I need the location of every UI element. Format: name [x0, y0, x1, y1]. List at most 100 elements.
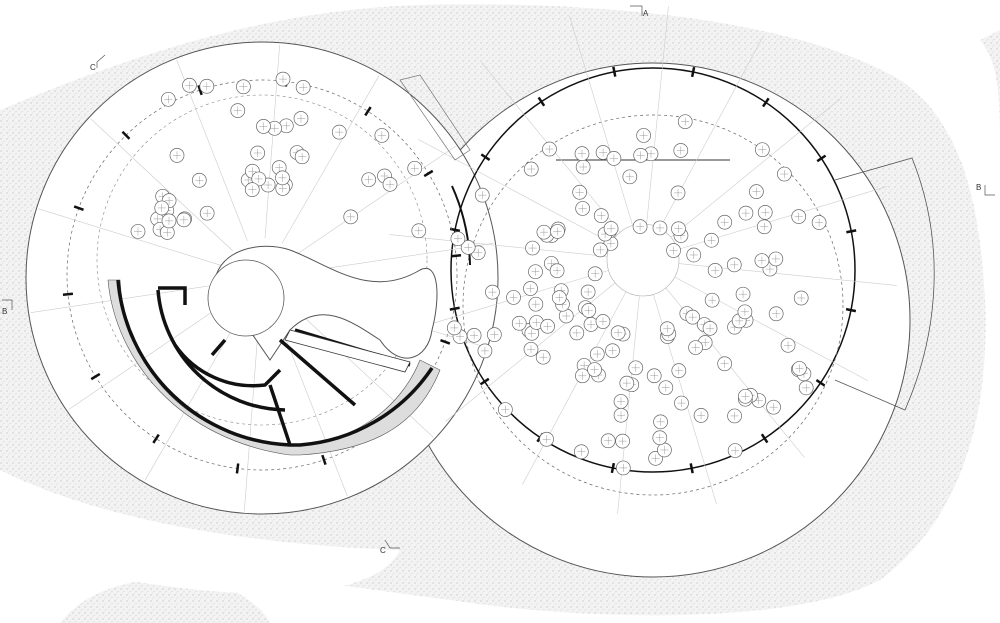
table-cross-icon — [587, 320, 596, 329]
table-cross-icon — [674, 366, 683, 375]
path-curve — [0, 470, 400, 594]
table-cross-icon — [578, 371, 587, 380]
table-cross-icon — [278, 173, 287, 182]
table-cross-icon — [299, 83, 308, 92]
table-cross-icon — [708, 296, 717, 305]
wall-post — [689, 463, 694, 474]
table-cross-icon — [608, 346, 617, 355]
table-cross-icon — [674, 188, 683, 197]
table-cross-icon — [202, 82, 211, 91]
radial-line — [569, 15, 633, 226]
table-cross-icon — [674, 224, 683, 233]
section-label: B — [2, 307, 7, 316]
table-cross-icon — [639, 131, 648, 140]
table-cross-icon — [480, 346, 489, 355]
section-marker-left-c: C — [90, 54, 106, 72]
table-cross-icon — [275, 163, 284, 172]
table-cross-icon — [631, 363, 640, 372]
table-cross-icon — [248, 185, 257, 194]
table-cross-icon — [578, 149, 586, 158]
wall-post — [440, 338, 451, 345]
table-cross-icon — [593, 350, 602, 359]
table-cross-icon — [584, 287, 593, 296]
table-cross-icon — [297, 114, 305, 123]
table-cross-icon — [741, 392, 750, 401]
table-cross-icon — [531, 267, 540, 276]
table-cross-icon — [625, 172, 634, 181]
table-cross-icon — [278, 184, 287, 193]
table-cross-icon — [815, 218, 824, 227]
radial-line — [38, 208, 224, 267]
table-cross-icon — [575, 188, 584, 197]
table-cross-icon — [547, 259, 556, 268]
table-cross-icon — [707, 236, 716, 245]
table-cross-icon — [453, 234, 462, 243]
radial-line — [244, 317, 260, 512]
wall-post — [321, 454, 327, 466]
table-cross-icon — [239, 82, 248, 91]
wall-post — [762, 97, 770, 108]
table-cross-icon — [740, 307, 749, 316]
table-cross-icon — [515, 319, 524, 328]
table-cross-icon — [179, 215, 188, 224]
wall-post — [364, 106, 372, 117]
table-cross-icon — [501, 405, 510, 414]
table-cross-icon — [579, 162, 588, 171]
table-cross-icon — [578, 204, 587, 213]
table-cross-icon — [380, 172, 389, 181]
right-pavilion-wall — [450, 67, 856, 473]
table-cross-icon — [264, 180, 273, 189]
table-cross-icon — [656, 417, 665, 426]
wall-post — [537, 96, 546, 107]
table-cross-icon — [769, 403, 778, 412]
left-pavilion-inner-dashed — [96, 94, 428, 426]
table-cross-icon — [164, 95, 173, 104]
table-cross-icon — [604, 436, 613, 445]
table-cross-icon — [650, 371, 659, 380]
wall-post — [235, 463, 240, 474]
radial-line — [646, 6, 669, 225]
table-cross-icon — [278, 75, 287, 84]
table-cross-icon — [528, 244, 537, 253]
wall-post — [479, 377, 490, 386]
table-cross-icon — [720, 218, 729, 227]
table-cross-icon — [450, 323, 459, 332]
wall-post — [815, 379, 826, 387]
table-cross-icon — [771, 254, 780, 263]
wall-post — [816, 154, 827, 163]
entrance-steps — [399, 74, 471, 161]
table-cross-icon — [509, 293, 518, 302]
table-cross-icon — [758, 145, 767, 154]
wall-post — [423, 169, 434, 178]
table-cross-icon — [377, 131, 386, 140]
radial-line — [30, 283, 223, 313]
table-cross-icon — [254, 174, 263, 183]
table-cross-icon — [735, 316, 744, 325]
wall-post — [152, 433, 160, 444]
table-cross-icon — [157, 203, 166, 212]
table-cross-icon — [553, 227, 562, 236]
section-label: C — [380, 546, 386, 555]
table-cross-icon — [253, 148, 262, 157]
table-cross-icon — [614, 328, 623, 337]
table-cross-icon — [676, 146, 685, 155]
section-label: B — [976, 183, 981, 192]
table-cross-icon — [545, 145, 554, 154]
table-cross-icon — [165, 196, 174, 205]
table-cross-icon — [410, 164, 419, 173]
table-cross-icon — [617, 411, 626, 420]
table-cross-icon — [526, 284, 535, 293]
table-cross-icon — [590, 365, 599, 374]
radial-line — [68, 300, 230, 410]
wall-post — [449, 306, 460, 311]
table-cross-icon — [706, 324, 715, 333]
table-cross-icon — [163, 228, 172, 237]
table-cross-icon — [691, 343, 700, 352]
table-cross-icon — [663, 324, 672, 333]
table-cross-icon — [795, 364, 804, 373]
radial-line — [617, 295, 640, 514]
wall-post — [197, 84, 203, 96]
table-cross-icon — [527, 165, 536, 174]
table-cross-icon — [797, 294, 806, 303]
